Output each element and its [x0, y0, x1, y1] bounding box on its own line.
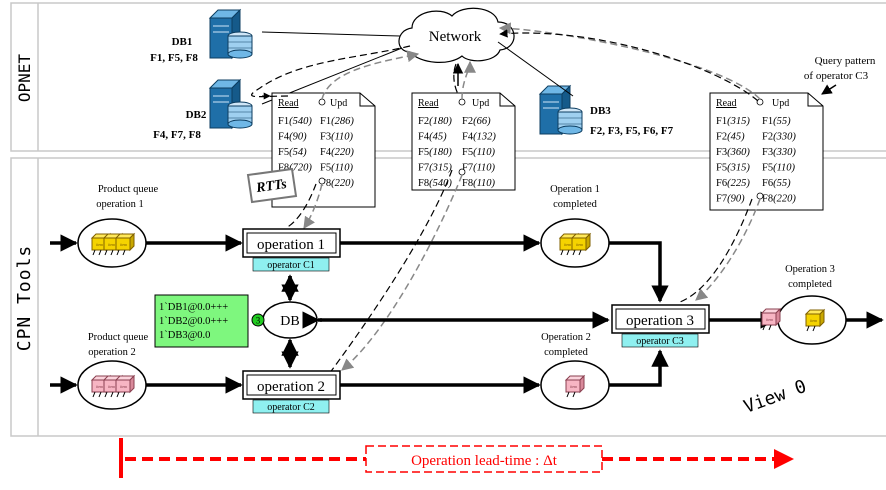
transition-operation3: operation 3 operator C3 — [611, 304, 710, 348]
doc-entry: F8(220) — [762, 194, 796, 205]
doc-entry: F2(180) — [418, 116, 452, 127]
doc-entry: F4(132) — [462, 132, 496, 143]
query-pattern-line-1: Query pattern — [815, 55, 876, 67]
doc-entry: F5(54) — [278, 147, 307, 158]
doc-entry: F6(55) — [762, 178, 791, 189]
operation1-label: operation 1 — [257, 237, 325, 253]
lane-label-cpn: CPN Tools — [14, 245, 35, 352]
doc-read-header: Read — [278, 98, 299, 109]
done1-label-1: Operation 1 — [550, 184, 600, 195]
queue2-label-1: Product queue — [88, 332, 149, 343]
doc-entry: F1(540) — [278, 116, 312, 127]
doc-entry: F1(55) — [762, 116, 791, 127]
network-cloud: Network — [398, 7, 515, 63]
db1-name: DB1 — [172, 36, 193, 48]
doc-entry: F1(315) — [716, 116, 750, 127]
doc-entry: F7(110) — [462, 163, 496, 174]
doc-upd-header: Upd — [330, 98, 347, 109]
doc-entry: F5(110) — [762, 163, 796, 174]
doc-entry: F2(66) — [462, 116, 491, 127]
place-db: DB — [262, 301, 318, 339]
doc-entry: F8(110) — [462, 178, 496, 189]
doc-entry: F2(330) — [762, 132, 796, 143]
transition-operation1: operation 1 operator C1 — [242, 228, 341, 272]
doc-entry: F6(225) — [716, 178, 750, 189]
operator-c3-label: operator C3 — [636, 336, 684, 347]
marking-line-2: 1`DB2@0.0+++ — [159, 316, 228, 327]
done2-label-1: Operation 2 — [541, 332, 591, 343]
operation2-label: operation 2 — [257, 379, 325, 395]
place-done3 — [777, 295, 847, 345]
network-label: Network — [429, 29, 482, 45]
marking-count: 3 — [256, 316, 261, 326]
doc-read-header: Read — [418, 98, 439, 109]
doc-entry: F4(220) — [320, 147, 354, 158]
db3-files: F2, F3, F5, F6, F7 — [590, 125, 674, 137]
marking-box: 1`DB1@0.0+++ 1`DB2@0.0+++ 1`DB3@0.0 3 — [154, 294, 265, 348]
done2-label-2: completed — [544, 347, 588, 358]
doc-entry: F3(360) — [716, 147, 750, 158]
queue1-label-1: Product queue — [98, 184, 159, 195]
doc-entry: F5(110) — [462, 147, 496, 158]
rtts-tag: RTTs — [246, 167, 298, 204]
doc-entry: F8(220) — [320, 178, 354, 189]
place-queue2 — [77, 360, 147, 410]
doc-entry: F5(180) — [418, 147, 452, 158]
doc-entry: F7(315) — [418, 163, 452, 174]
place-done1 — [540, 218, 610, 268]
db-place-label: DB — [280, 314, 299, 329]
marking-line-3: 1`DB3@0.0 — [159, 330, 210, 341]
done3-label-2: completed — [788, 279, 832, 290]
operator-c1-label: operator C1 — [267, 260, 315, 271]
queue1-label-2: operation 1 — [96, 199, 144, 210]
rtts-label: RTTs — [254, 177, 288, 196]
operator-c2-label: operator C2 — [267, 402, 315, 413]
doc-entry: F1(286) — [320, 116, 354, 127]
transition-operation2: operation 2 operator C2 — [242, 370, 341, 414]
place-queue1 — [77, 218, 147, 268]
doc-entry: F5(110) — [320, 163, 354, 174]
doc-entry: F3(110) — [320, 132, 354, 143]
db2-name: DB2 — [186, 109, 207, 121]
doc-entry: F8(720) — [278, 163, 312, 174]
doc-entry: F2(45) — [716, 132, 745, 143]
done1-label-2: completed — [553, 199, 597, 210]
doc-upd-header: Upd — [772, 98, 789, 109]
db2-files: F4, F7, F8 — [153, 129, 201, 141]
operation3-label: operation 3 — [626, 313, 694, 329]
doc-entry: F7(90) — [716, 194, 745, 205]
doc-entry: F4(90) — [278, 132, 307, 143]
marking-line-1: 1`DB1@0.0+++ — [159, 302, 228, 313]
doc-entry: F5(315) — [716, 163, 750, 174]
lead-time-bar: Operation lead-time : Δt — [119, 438, 794, 478]
doc-upd-header: Upd — [472, 98, 489, 109]
place-done2 — [540, 360, 610, 410]
db1-files: F1, F5, F8 — [150, 52, 198, 64]
doc-entry: F3(330) — [762, 147, 796, 158]
doc-entry: F8(540) — [418, 178, 452, 189]
queue2-label-2: operation 2 — [88, 347, 136, 358]
query-pattern-line-2: of operator C3 — [804, 70, 869, 82]
db3-name: DB3 — [590, 105, 611, 117]
done3-label-1: Operation 3 — [785, 264, 835, 275]
doc-read-header: Read — [716, 98, 737, 109]
lane-label-opnet: OPNET — [15, 54, 34, 103]
doc-entry: F4(45) — [418, 132, 447, 143]
lead-time-label: Operation lead-time : Δt — [411, 453, 558, 469]
